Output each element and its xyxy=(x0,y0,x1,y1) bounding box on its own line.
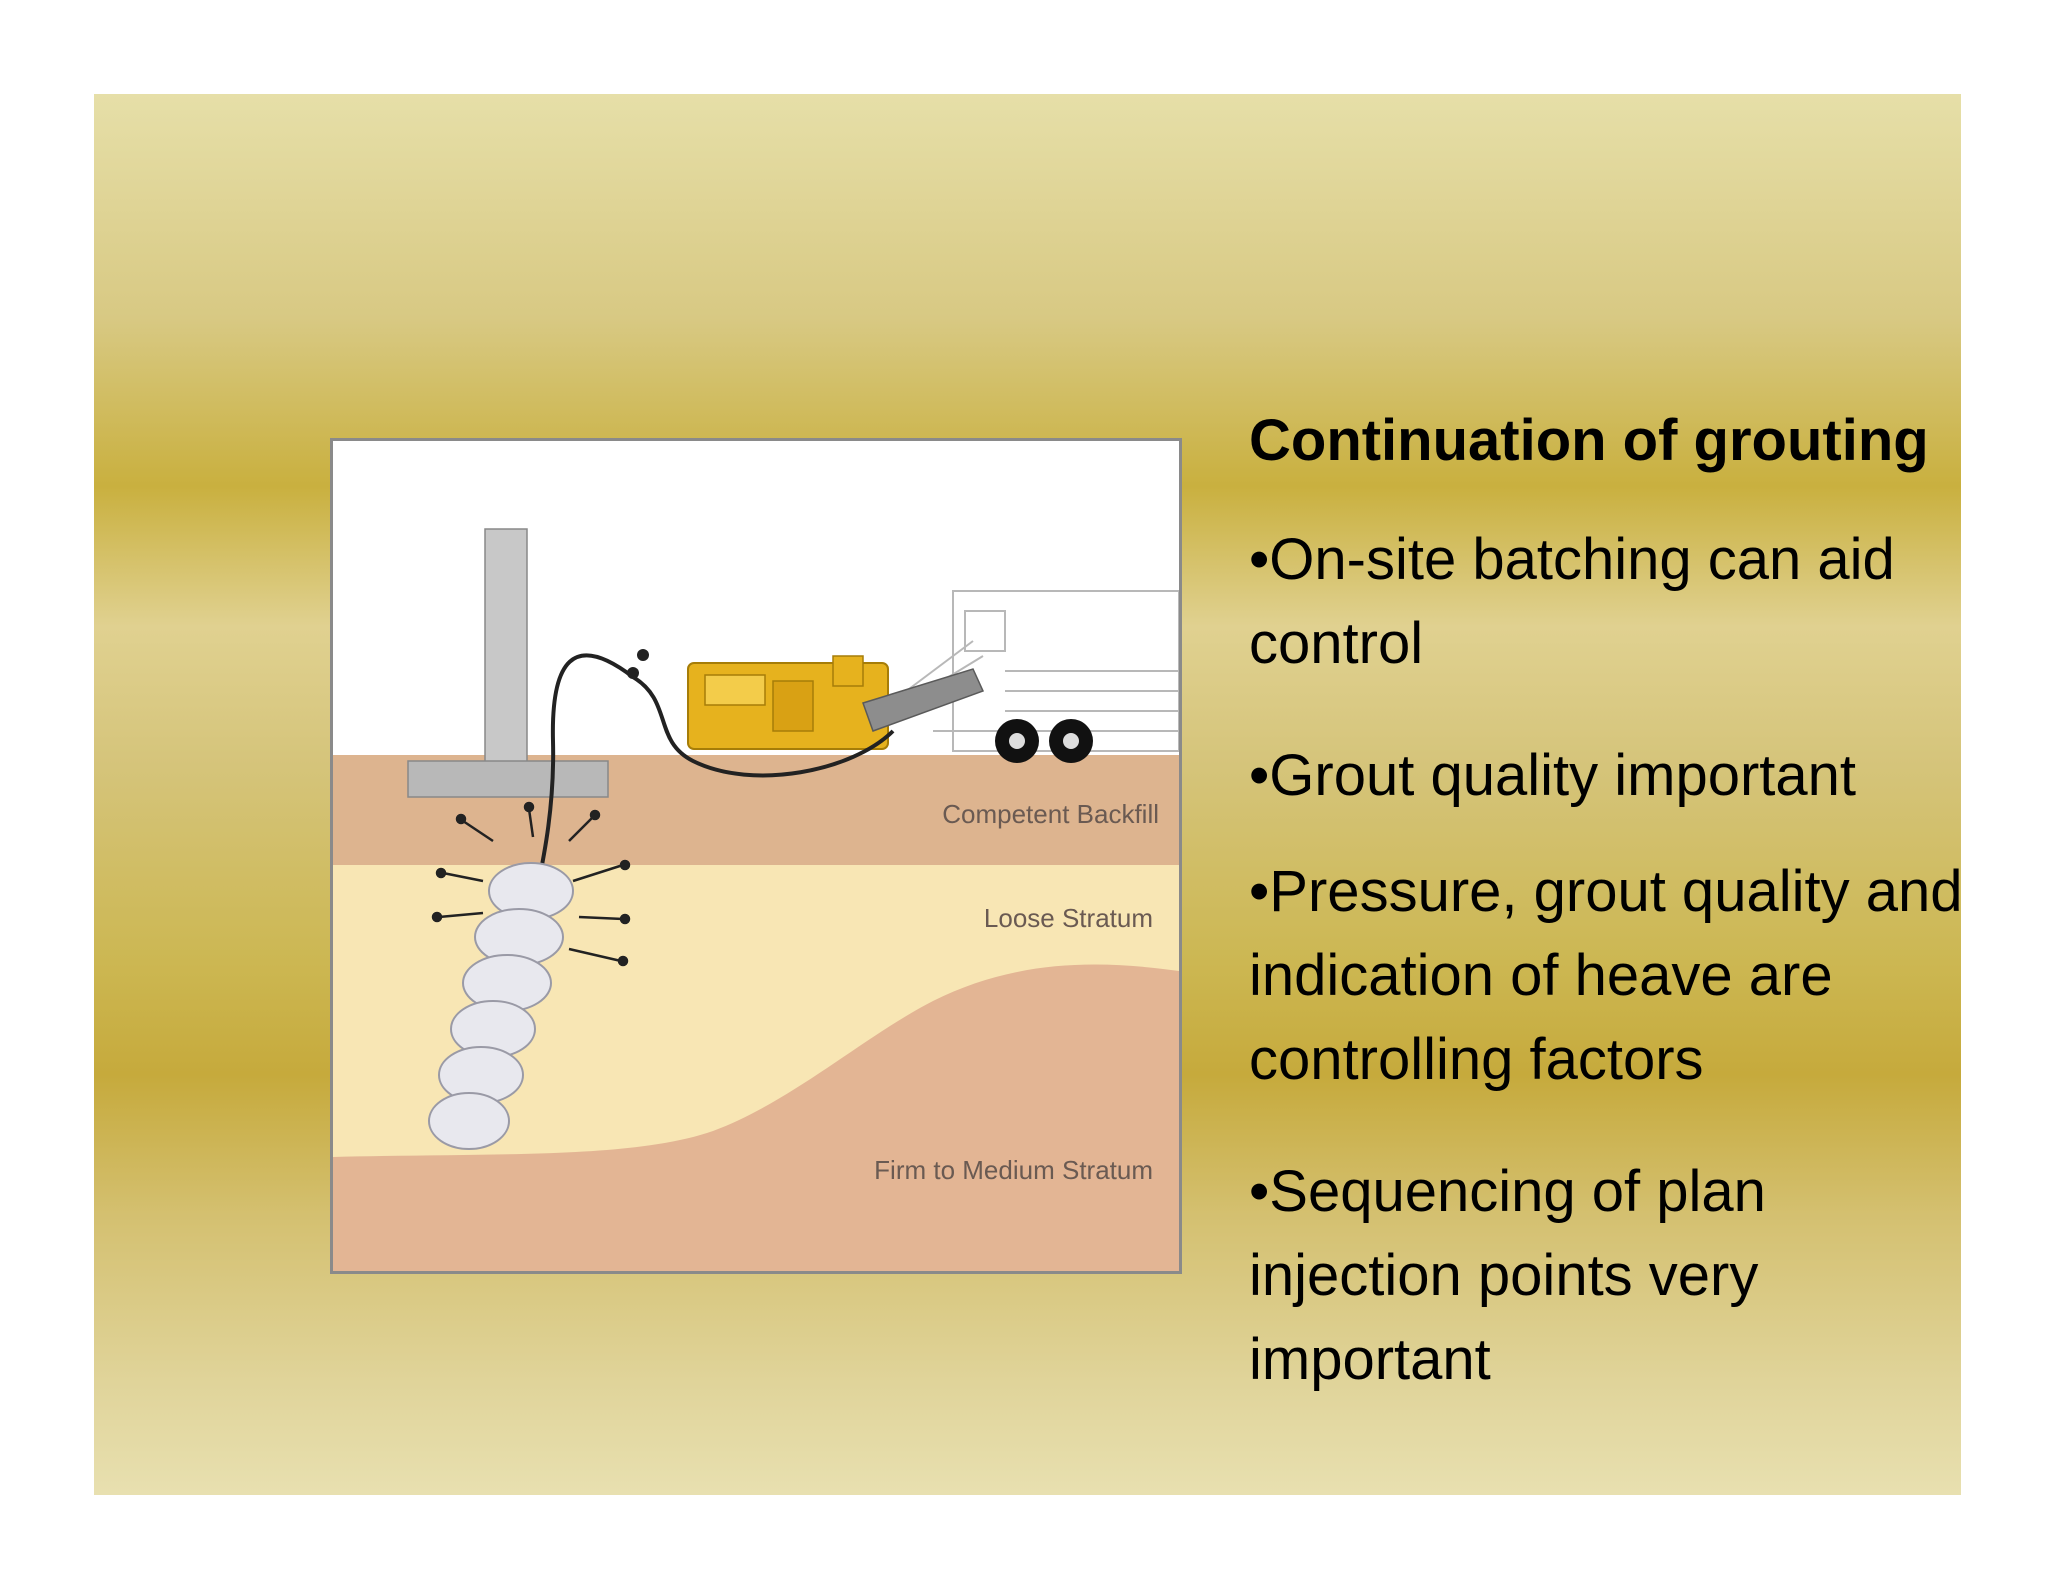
slide-background: Competent Backfill Loose Stratum Firm to… xyxy=(94,94,1962,1495)
pressure-arrows xyxy=(431,801,631,967)
grouting-diagram-svg: Competent Backfill Loose Stratum Firm to… xyxy=(333,441,1179,1271)
concrete-footing xyxy=(407,528,609,798)
label-competent-backfill: Competent Backfill xyxy=(942,799,1159,829)
grout-bulbs xyxy=(428,862,574,1150)
grout-hose xyxy=(550,653,895,778)
bullet-item: •Sequencing of plan injection points ver… xyxy=(1249,1159,1766,1392)
bullet-item: •On-site batching can aid control xyxy=(1249,527,1895,676)
gauge xyxy=(637,649,649,661)
label-firm-to-medium-stratum: Firm to Medium Stratum xyxy=(874,1155,1153,1185)
truck-wheels xyxy=(995,719,1093,763)
slide-title: Continuation of grouting xyxy=(1249,408,1929,473)
label-loose-stratum: Loose Stratum xyxy=(984,903,1153,933)
grout-pump xyxy=(687,655,985,750)
grouting-diagram: Competent Backfill Loose Stratum Firm to… xyxy=(330,438,1182,1274)
valve xyxy=(627,667,639,679)
bullet-item: •Grout quality important xyxy=(1249,743,1857,808)
bullet-item: •Pressure, grout quality and indication … xyxy=(1249,859,1963,1092)
